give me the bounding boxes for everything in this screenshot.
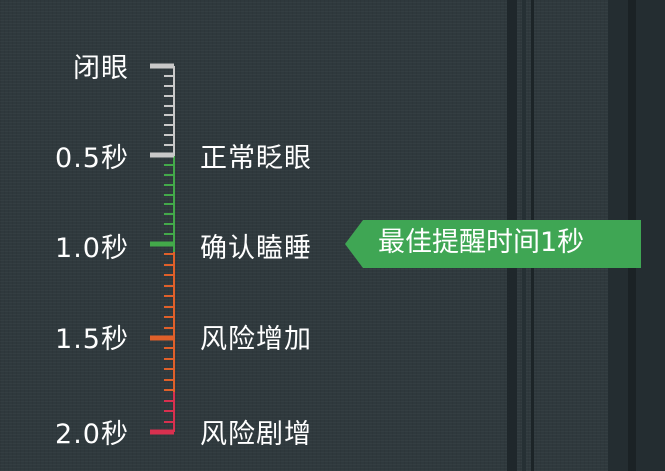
state-normal-blink: 正常眨眼	[200, 143, 312, 174]
recommendation-callout	[345, 220, 641, 268]
level-label-1-5s: 1.5秒	[55, 324, 129, 355]
state-risk-increase: 风险增加	[200, 324, 312, 355]
state-risk-surge: 风险剧增	[200, 419, 312, 450]
state-drowsy: 确认瞌睡	[200, 233, 312, 264]
level-label-closed: 闭眼	[73, 53, 129, 84]
recommendation-text: 最佳提醒时间1秒	[378, 227, 585, 258]
level-label-2-0s: 2.0秒	[55, 419, 129, 450]
level-label-1-0s: 1.0秒	[55, 233, 129, 264]
level-label-0-5s: 0.5秒	[55, 143, 129, 174]
